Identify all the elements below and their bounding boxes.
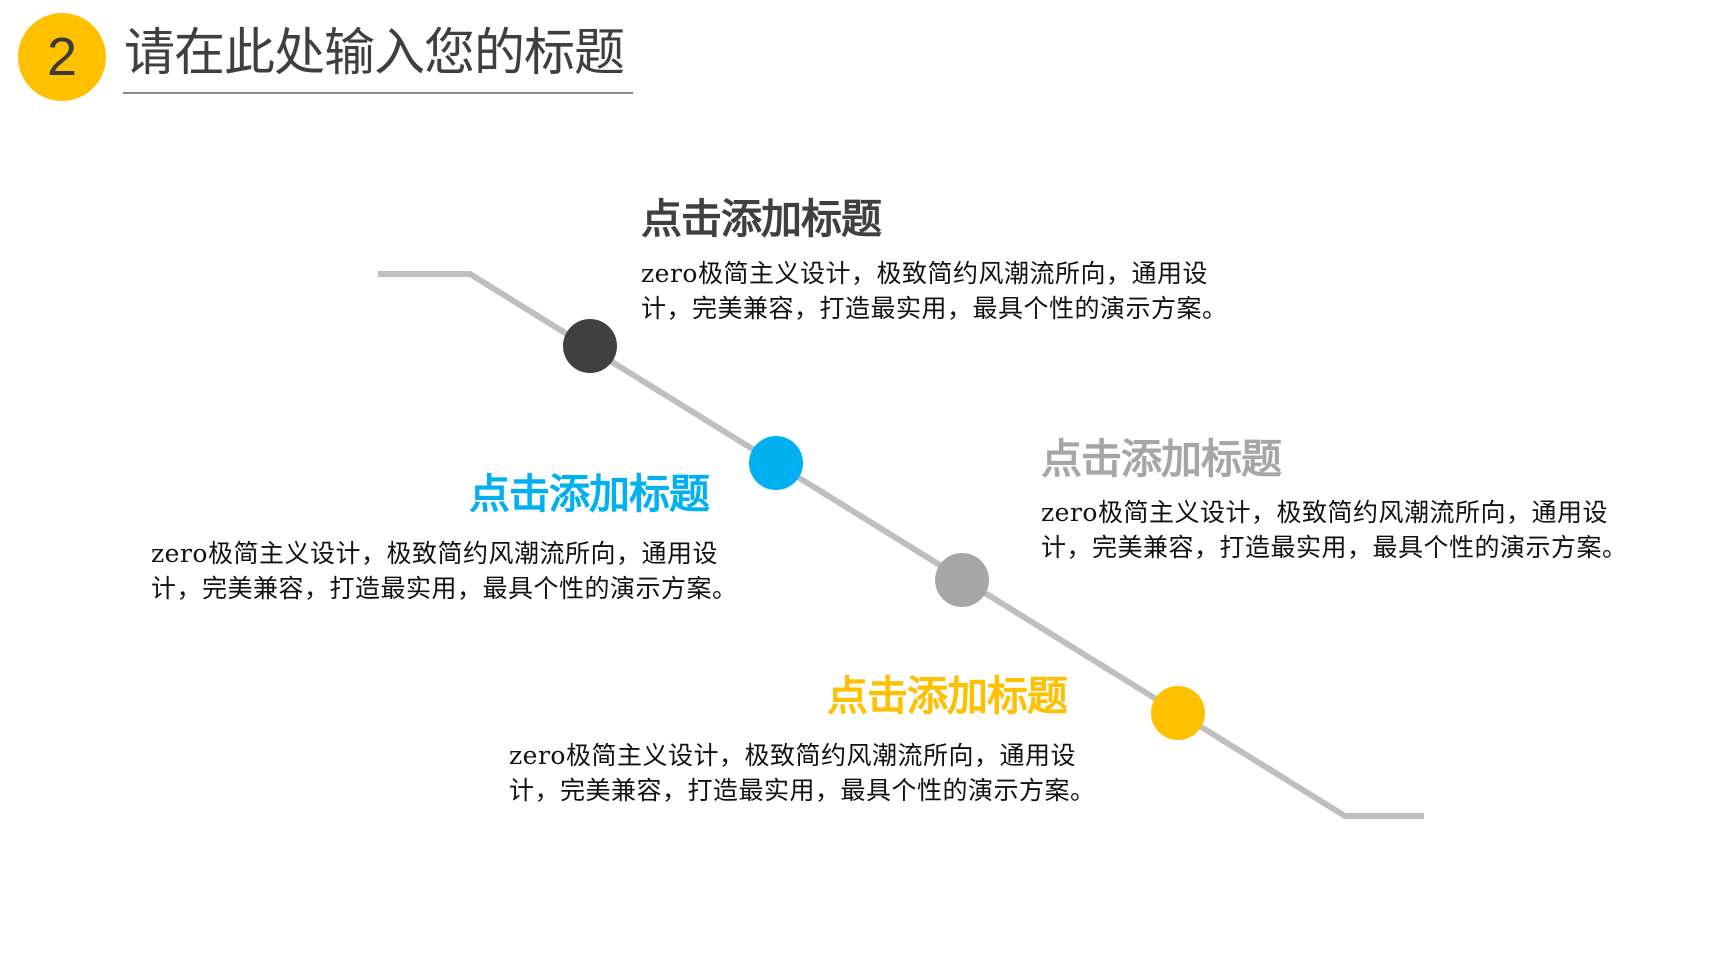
timeline-dot-1 bbox=[563, 319, 617, 373]
page-title[interactable]: 请在此处输入您的标题 bbox=[124, 24, 625, 83]
timeline-dot-2 bbox=[749, 436, 803, 490]
section-number: 2 bbox=[46, 27, 78, 87]
item-4-heading[interactable]: 点击添加标题 bbox=[827, 672, 1068, 720]
item-1-heading[interactable]: 点击添加标题 bbox=[641, 195, 882, 243]
item-2-heading[interactable]: 点击添加标题 bbox=[469, 470, 710, 518]
section-number-badge: 2 bbox=[18, 13, 106, 101]
item-1-body[interactable]: zero极简主义设计，极致简约风潮流所向，通用设计，完美兼容，打造最实用，最具个… bbox=[641, 259, 1228, 323]
title-underline bbox=[123, 92, 633, 94]
item-2-body[interactable]: zero极简主义设计，极致简约风潮流所向，通用设计，完美兼容，打造最实用，最具个… bbox=[151, 539, 738, 603]
timeline-dot-3 bbox=[935, 553, 989, 607]
item-3-heading[interactable]: 点击添加标题 bbox=[1041, 435, 1282, 483]
item-4-body[interactable]: zero极简主义设计，极致简约风潮流所向，通用设计，完美兼容，打造最实用，最具个… bbox=[509, 741, 1096, 805]
item-3-body[interactable]: zero极简主义设计，极致简约风潮流所向，通用设计，完美兼容，打造最实用，最具个… bbox=[1041, 498, 1628, 562]
timeline-line bbox=[378, 271, 1424, 819]
timeline-dot-4 bbox=[1151, 686, 1205, 740]
